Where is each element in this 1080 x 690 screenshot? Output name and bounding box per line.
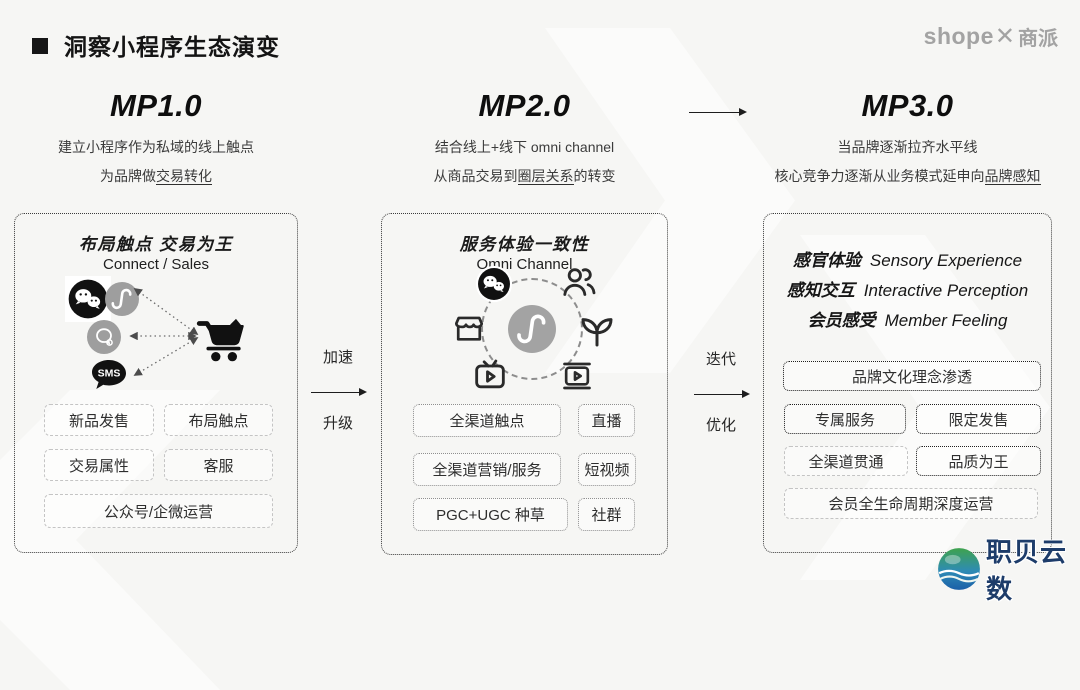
- people-icon: [559, 262, 599, 302]
- mp3-tag: 品牌文化理念渗透: [783, 361, 1041, 391]
- mp2-tag: 直播: [578, 404, 635, 437]
- title-bullet-square: [32, 38, 48, 54]
- leaf-icon: [576, 310, 618, 352]
- mp2-tag: 全渠道触点: [413, 404, 561, 437]
- zhibei-logo: 职贝云数: [936, 532, 1080, 606]
- transition-label-top: 迭代: [705, 351, 736, 368]
- mp2-box-subtitle: Omni Channel: [476, 256, 573, 273]
- stage-mp3-header: MP3.0 当品牌逐渐拉齐水平线 核心竞争力逐渐从业务模式延申向品牌感知: [763, 88, 1052, 191]
- stage-transition-arrow-icon: [689, 108, 747, 117]
- stage-mp1-header: MP1.0 建立小程序作为私域的线上触点 为品牌做交易转化: [14, 88, 298, 191]
- mp3-tag: 品质为王: [916, 446, 1041, 476]
- mp3-tag: 专属服务: [784, 404, 906, 434]
- stage-mp3-title: MP3.0: [861, 88, 954, 123]
- miniprogram-icon: [508, 305, 556, 353]
- miniprogram-icon: [105, 282, 139, 316]
- transition-mp1-mp2: 加速 升级: [307, 346, 369, 436]
- stage-mp2-header: MP2.0 结合线上+线下 omni channel 从商品交易到圈层关系的转变: [381, 88, 668, 191]
- mp2-tag: PGC+UGC 种草: [413, 498, 568, 531]
- transition-label-top: 加速: [322, 349, 353, 366]
- wechat-icon: [65, 276, 111, 322]
- transition-label-bottom: 升级: [322, 415, 353, 432]
- shopex-logo: shope ✕ 商派: [924, 22, 1058, 51]
- stage-mp1-desc: 建立小程序作为私域的线上触点 为品牌做交易转化: [58, 139, 254, 185]
- stage-mp1-title: MP1.0: [109, 88, 203, 123]
- shopex-logo-cn: 商派: [1018, 28, 1058, 50]
- mp1-box: 布局触点 交易为王 Connect / Sales: [14, 213, 298, 553]
- mp2-box: 服务体验一致性 Omni Channel: [381, 213, 668, 555]
- wechat-icon: [475, 265, 513, 303]
- mp2-tag: 短视频: [578, 453, 636, 486]
- svg-text:SMS: SMS: [98, 368, 121, 380]
- mp1-tag: 新品发售: [44, 404, 154, 436]
- stage-mp2-desc: 结合线上+线下 omni channel 从商品交易到圈层关系的转变: [433, 139, 616, 185]
- mp1-box-subtitle: Connect / Sales: [103, 256, 209, 273]
- mp3-tag: 会员全生命周期深度运营: [784, 488, 1038, 519]
- transition-arrow-icon: [311, 388, 367, 397]
- video-play-icon: [557, 356, 597, 396]
- stage-mp3-desc: 当品牌逐渐拉齐水平线 核心竞争力逐渐从业务模式延申向品牌感知: [774, 139, 1041, 185]
- mp3-tag: 限定发售: [916, 404, 1041, 434]
- mp2-tag: 全渠道营销/服务: [413, 453, 561, 486]
- mp3-tag: 全渠道贯通: [784, 446, 908, 476]
- stage-mp2-title: MP2.0: [478, 88, 571, 123]
- transition-arrow-icon: [694, 390, 750, 399]
- tv-play-icon: [470, 356, 510, 396]
- mp1-tag: 布局触点: [164, 404, 273, 436]
- mp2-box-title: 服务体验一致性: [459, 235, 590, 254]
- globe-icon: [936, 546, 982, 592]
- mp1-tag: 公众号/企微运营: [44, 494, 273, 528]
- wecom-icon: [87, 320, 121, 354]
- page-title: 洞察小程序生态演变: [64, 34, 280, 60]
- zhibei-logo-text: 职贝云数: [986, 537, 1068, 604]
- cart-icon: [193, 309, 251, 367]
- shopex-logo-latin: shope: [923, 23, 994, 49]
- transition-label-bottom: 优化: [705, 417, 736, 434]
- sms-icon: SMS: [89, 358, 129, 393]
- omni-channel-circle: [481, 278, 583, 380]
- shopex-x-icon: ✕: [994, 23, 1015, 50]
- store-icon: [450, 310, 488, 348]
- transition-mp2-mp3: 迭代 优化: [690, 348, 752, 438]
- connection-arrows-icon: [129, 288, 199, 376]
- mp1-tag: 交易属性: [44, 449, 154, 481]
- mp2-tag: 社群: [578, 498, 635, 531]
- mp1-tag: 客服: [164, 449, 273, 481]
- mp1-box-title: 布局触点 交易为王: [78, 235, 234, 254]
